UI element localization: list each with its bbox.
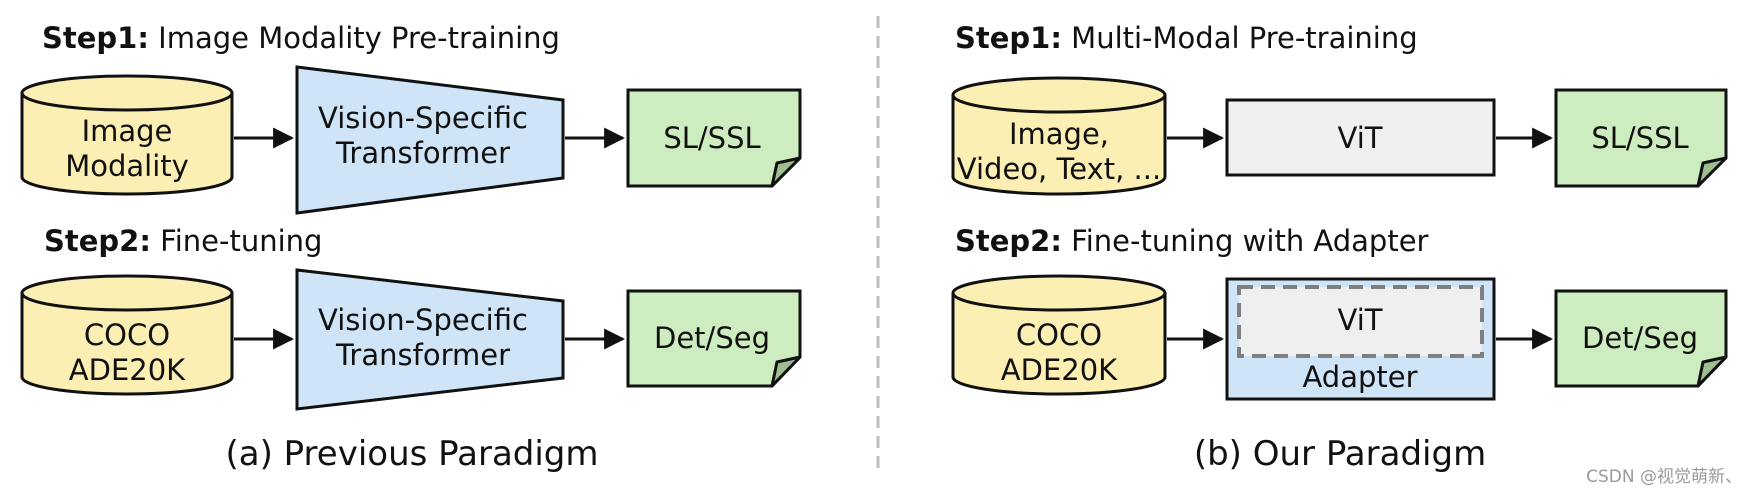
right-step1-dataset-database: Image, Video, Text, ...	[951, 76, 1167, 196]
right-step2-dataset-line1: COCO	[1016, 318, 1102, 352]
left-step1-output-note: SL/SSL	[626, 88, 802, 188]
right-step1-dataset-line2: Video, Text, ...	[957, 152, 1161, 186]
left-step2-dataset-line1: COCO	[84, 318, 170, 352]
right-step2-vit-frozen-block	[1237, 285, 1484, 358]
left-step2-row: COCO ADE20K Vision-Specific Transformer …	[20, 268, 802, 411]
right-step2-dataset-line2: ADE20K	[1001, 353, 1118, 387]
right-step2-dataset-database: COCO ADE20K	[951, 274, 1167, 396]
left-step2-output-label: Det/Seg	[654, 321, 770, 355]
left-step2-transformer-line2: Transformer	[335, 338, 510, 372]
right-step2-vit-label: ViT	[1338, 303, 1383, 337]
right-step2-heading: Step2: Fine-tuning with Adapter	[955, 224, 1429, 258]
right-step1-row: Image, Video, Text, ... ViT SL/SSL	[951, 76, 1728, 196]
previous-paradigm-panel: Step1: Image Modality Pre-training Image…	[20, 21, 802, 474]
left-step1-transformer-line2: Transformer	[335, 136, 510, 170]
watermark-text: CSDN @视觉萌新、	[1586, 467, 1742, 487]
left-caption: (a) Previous Paradigm	[225, 434, 598, 474]
left-step2-vision-specific-transformer: Vision-Specific Transformer	[295, 268, 565, 411]
right-step1-output-note: SL/SSL	[1554, 88, 1728, 188]
right-step2-adapter-block: ViT Adapter	[1225, 277, 1496, 401]
left-step1-transformer-line1: Vision-Specific	[318, 101, 528, 135]
left-step2-transformer-line1: Vision-Specific	[318, 303, 528, 337]
left-step2-output-note: Det/Seg	[626, 289, 802, 388]
left-step2-dataset-line2: ADE20K	[69, 353, 186, 387]
left-step2-heading: Step2: Fine-tuning	[44, 224, 322, 258]
right-step1-vit-label: ViT	[1338, 121, 1383, 155]
left-step1-dataset-database: Image Modality	[20, 74, 234, 196]
right-step2-output-label: Det/Seg	[1582, 321, 1698, 355]
left-step1-heading: Step1: Image Modality Pre-training	[42, 21, 560, 55]
right-caption: (b) Our Paradigm	[1194, 434, 1486, 474]
left-step1-vision-specific-transformer: Vision-Specific Transformer	[295, 65, 565, 215]
left-step1-row: Image Modality Vision-Specific Transform…	[20, 65, 802, 215]
right-step1-heading: Step1: Multi-Modal Pre-training	[955, 21, 1418, 55]
right-step2-output-note: Det/Seg	[1554, 289, 1728, 388]
right-step1-dataset-line1: Image,	[1009, 117, 1109, 151]
right-step2-row: COCO ADE20K ViT Adapter Det/Seg	[951, 274, 1728, 401]
our-paradigm-panel: Step1: Multi-Modal Pre-training Image, V…	[951, 21, 1728, 474]
right-step1-output-label: SL/SSL	[1591, 121, 1688, 155]
left-step1-dataset-line1: Image	[82, 114, 173, 148]
left-step2-dataset-database: COCO ADE20K	[20, 274, 234, 396]
left-step1-output-label: SL/SSL	[663, 121, 760, 155]
right-step1-vit-block: ViT	[1225, 98, 1496, 177]
left-step1-dataset-line2: Modality	[65, 149, 189, 183]
right-step2-adapter-label: Adapter	[1302, 360, 1417, 394]
